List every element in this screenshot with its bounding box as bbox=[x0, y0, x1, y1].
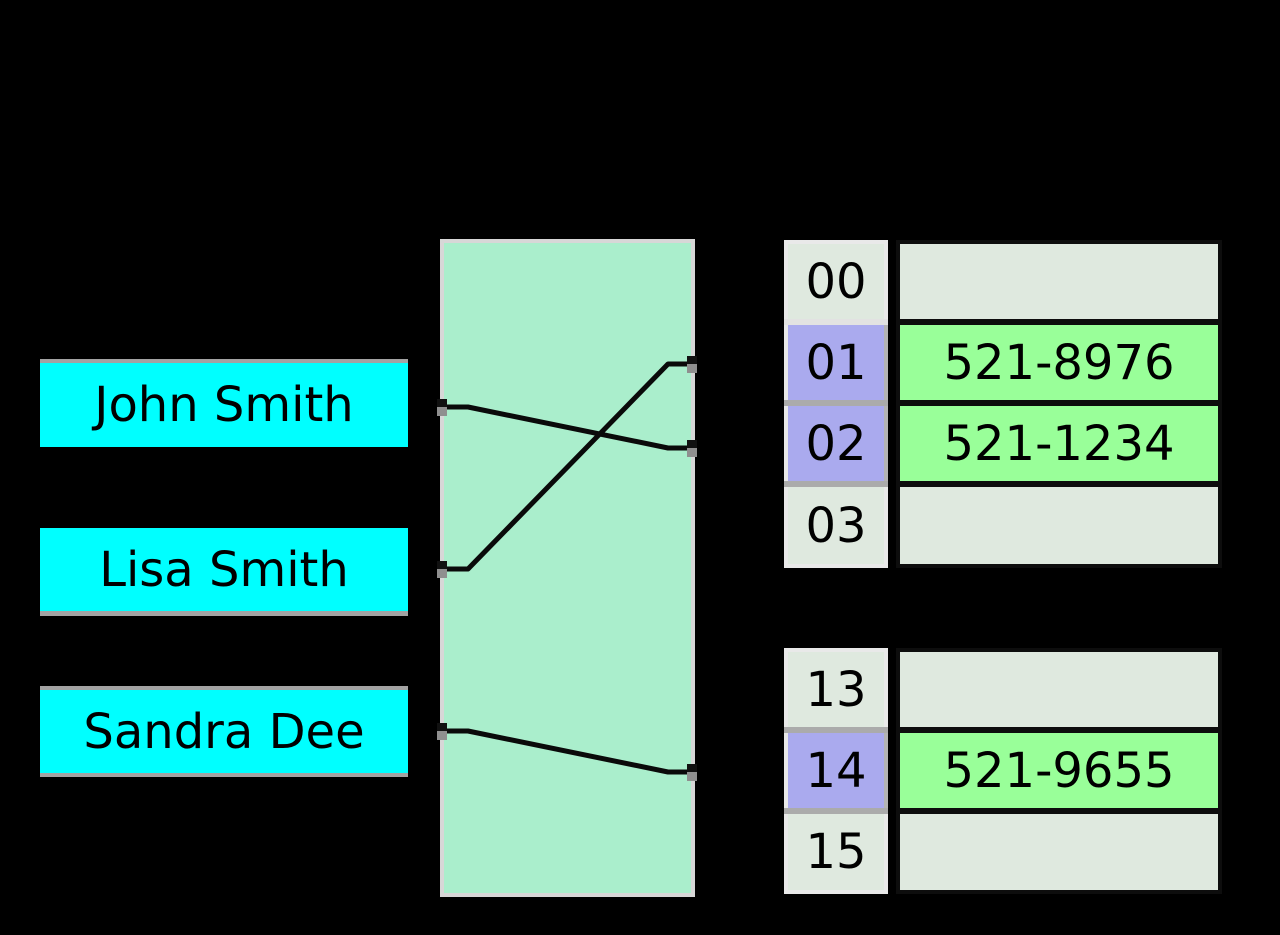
bucket-index-13: 13 bbox=[788, 652, 884, 727]
key-box-bottom-border bbox=[40, 773, 408, 777]
bucket-index-column-top: 00 01 02 03 bbox=[784, 240, 888, 568]
key-box-lisa-smith: Lisa Smith bbox=[40, 528, 408, 611]
hash-function-box bbox=[440, 239, 695, 897]
bucket-value-00 bbox=[900, 244, 1218, 319]
bucket-index-03: 03 bbox=[788, 487, 884, 564]
bucket-index-column-bottom: 13 14 15 bbox=[784, 648, 888, 894]
key-label: John Smith bbox=[94, 377, 354, 433]
key-box-bottom-border bbox=[40, 611, 408, 616]
key-box-top-border bbox=[40, 686, 408, 690]
index-edge-shade bbox=[884, 325, 888, 400]
bucket-index-14: 14 bbox=[788, 733, 884, 808]
bucket-value-15 bbox=[900, 814, 1218, 890]
key-box-john-smith: John Smith bbox=[40, 363, 408, 447]
index-edge-shade bbox=[884, 406, 888, 481]
bucket-value-column-bottom: 521-9655 bbox=[896, 648, 1222, 894]
bucket-value-column-top: 521-8976 521-1234 bbox=[896, 240, 1222, 568]
key-label: Sandra Dee bbox=[83, 703, 365, 760]
key-box-sandra-dee: Sandra Dee bbox=[40, 690, 408, 773]
bucket-value-03 bbox=[900, 487, 1218, 564]
key-label: Lisa Smith bbox=[99, 541, 349, 598]
key-box-top-border bbox=[40, 359, 408, 363]
index-separator bbox=[784, 808, 888, 814]
index-separator bbox=[784, 319, 888, 325]
index-separator bbox=[784, 400, 888, 406]
bucket-value-14: 521-9655 bbox=[900, 733, 1218, 808]
bucket-value-02: 521-1234 bbox=[900, 406, 1218, 481]
bucket-index-01: 01 bbox=[788, 325, 884, 400]
bucket-value-01: 521-8976 bbox=[900, 325, 1218, 400]
index-separator bbox=[784, 481, 888, 487]
bucket-index-15: 15 bbox=[788, 814, 884, 890]
bucket-index-02: 02 bbox=[788, 406, 884, 481]
index-edge-shade bbox=[884, 733, 888, 808]
index-separator bbox=[784, 727, 888, 733]
bucket-value-13 bbox=[900, 652, 1218, 727]
bucket-index-00: 00 bbox=[788, 244, 884, 319]
